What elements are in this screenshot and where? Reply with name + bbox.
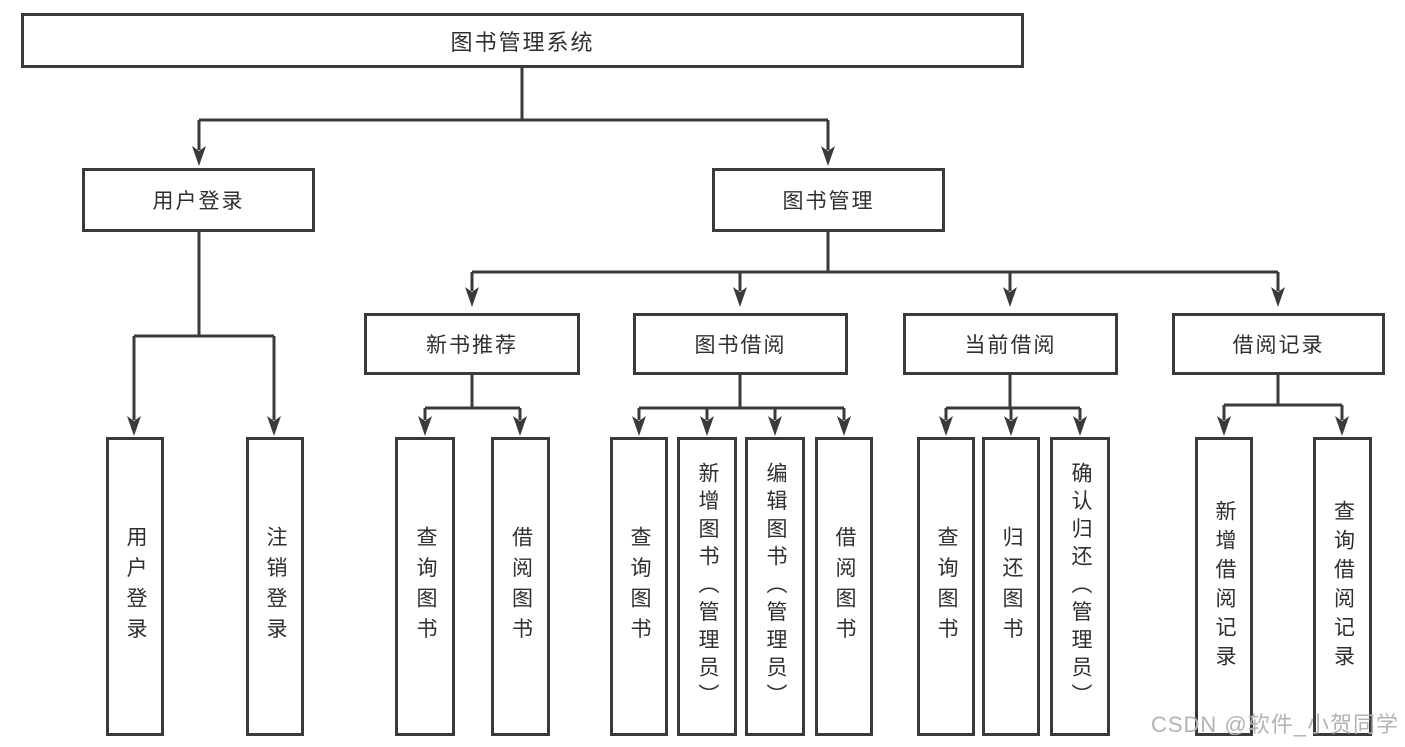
node-user-login-label: 用户登录 [152,190,245,213]
node-book-management-label: 图书管理 [782,190,875,213]
leaf-logout-login: 注销登录 [246,437,304,736]
node-borrowing-records-label: 借阅记录 [1232,334,1325,357]
leaf-borrow-books-1: 借阅图书 [491,437,550,736]
node-new-book-recommend: 新书推荐 [364,313,580,375]
leaf-query-books-3: 查询图书 [917,437,975,736]
leaf-confirm-return-admin: 确认归还（管理员） [1050,437,1110,736]
node-new-book-recommend-label: 新书推荐 [426,334,518,357]
leaf-query-books-1: 查询图书 [395,437,455,736]
node-book-management: 图书管理 [712,168,945,232]
leaf-borrow-books-2: 借阅图书 [815,437,873,736]
node-root-label: 图书管理系统 [450,29,595,55]
leaf-query-books-1-label: 查询图书 [414,525,437,648]
leaf-logout-login-label: 注销登录 [264,525,287,648]
leaf-query-books-3-label: 查询图书 [935,525,958,648]
leaf-edit-books-admin: 编辑图书（管理员） [745,437,805,736]
leaf-user-login: 用户登录 [106,437,164,736]
leaf-query-books-2-label: 查询图书 [628,525,651,648]
node-borrowing-records: 借阅记录 [1172,313,1385,375]
leaf-add-books-admin: 新增图书（管理员） [677,437,737,736]
leaf-query-borrow-record: 查询借阅记录 [1313,437,1372,736]
node-book-borrowing: 图书借阅 [633,313,848,375]
leaf-add-books-admin-label: 新增图书（管理员） [696,461,719,712]
node-current-borrowing: 当前借阅 [903,313,1118,375]
leaf-return-books: 归还图书 [982,437,1040,736]
node-book-borrowing-label: 图书借阅 [694,334,787,357]
leaf-add-borrow-record: 新增借阅记录 [1195,437,1253,736]
leaf-confirm-return-admin-label: 确认归还（管理员） [1069,461,1092,712]
node-user-login: 用户登录 [82,168,315,232]
leaf-user-login-label: 用户登录 [124,525,147,648]
leaf-query-books-2: 查询图书 [610,437,668,736]
leaf-query-borrow-record-label: 查询借阅记录 [1331,499,1355,674]
leaf-borrow-books-1-label: 借阅图书 [509,525,533,648]
node-root: 图书管理系统 [21,13,1024,68]
node-current-borrowing-label: 当前借阅 [964,334,1057,357]
leaf-return-books-label: 归还图书 [1000,525,1023,648]
leaf-edit-books-admin-label: 编辑图书（管理员） [764,461,787,712]
leaf-borrow-books-2-label: 借阅图书 [833,525,856,648]
leaf-add-borrow-record-label: 新增借阅记录 [1213,499,1236,674]
